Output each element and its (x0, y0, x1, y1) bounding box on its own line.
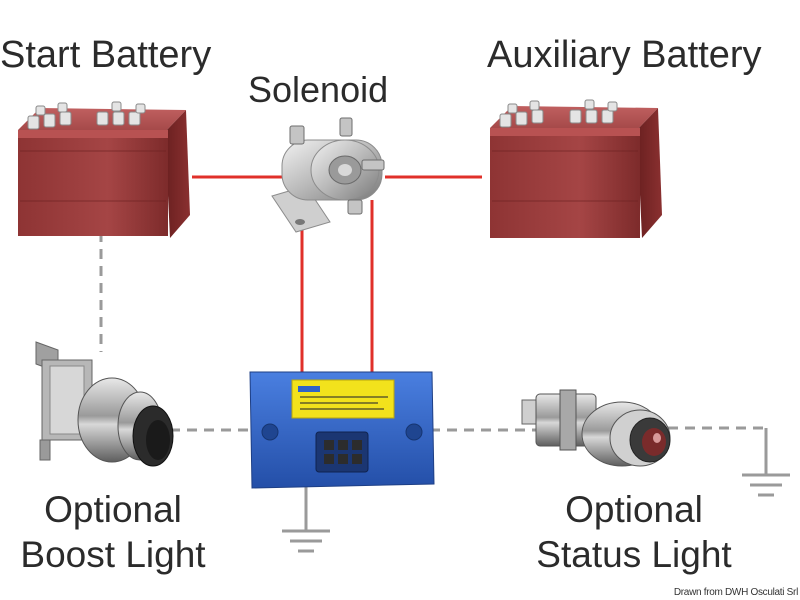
boost-light-label-line2: Boost Light (20, 534, 206, 575)
power-wires (192, 175, 482, 374)
boost-light-label-line1: Optional (44, 489, 182, 530)
start-battery-label: Start Battery (0, 34, 212, 76)
solenoid-label: Solenoid (248, 69, 389, 110)
status-light-label-line1: Optional (565, 489, 703, 530)
start-battery-icon (18, 101, 190, 238)
status-light-icon (521, 389, 671, 467)
boost-light-label: Optional Boost Light (8, 487, 218, 577)
auxiliary-battery-icon (490, 99, 662, 238)
ground-symbol-icon (282, 529, 330, 553)
solenoid-icon (271, 117, 385, 233)
controller-box-icon (249, 371, 435, 489)
auxiliary-battery-label: Auxiliary Battery (487, 34, 762, 76)
boost-light-icon (35, 341, 174, 467)
status-light-label: Optional Status Light (528, 487, 740, 577)
ground-symbol-icon (742, 473, 790, 497)
signal-wires (99, 232, 766, 432)
status-light-label-line2: Status Light (536, 534, 732, 575)
credit-text: Drawn from DWH Osculati Srl (673, 587, 798, 598)
